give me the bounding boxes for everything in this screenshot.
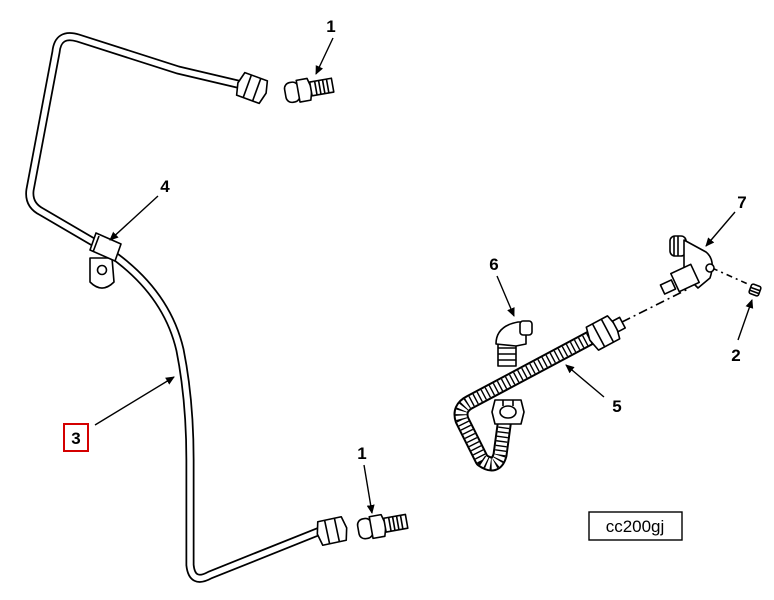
pipe-plug xyxy=(748,283,762,297)
alignment-line-plug xyxy=(711,267,751,286)
callout-3-highlight: 3 xyxy=(63,423,89,452)
adapter-fitting-top xyxy=(283,77,335,104)
callout-6: 6 xyxy=(489,255,498,274)
adapter-fitting-bottom xyxy=(356,513,409,540)
leader-1-top xyxy=(315,37,334,75)
hose-assembly xyxy=(453,330,598,472)
tube-assembly xyxy=(25,32,330,583)
figure-code: cc200gj xyxy=(606,517,665,536)
leader-7 xyxy=(705,211,736,247)
callout-1-top: 1 xyxy=(326,17,335,36)
leader-1-bottom xyxy=(363,464,375,514)
leader-6 xyxy=(496,275,515,317)
tee-fitting xyxy=(659,235,715,295)
hose-nut-end xyxy=(491,399,525,425)
alignment-line xyxy=(621,287,691,323)
leader-2 xyxy=(737,299,754,341)
callout-5: 5 xyxy=(612,397,621,416)
tube-clamp xyxy=(89,232,122,289)
hose-nut-swivel xyxy=(585,315,627,351)
leader-3 xyxy=(94,376,175,426)
callout-1-bottom: 1 xyxy=(357,444,366,463)
callout-3: 3 xyxy=(71,429,80,448)
elbow-fitting xyxy=(495,320,533,367)
tube-nut-bottom xyxy=(316,515,348,547)
callout-4: 4 xyxy=(160,177,170,196)
figure-code-box: cc200gj xyxy=(588,511,683,541)
callout-7: 7 xyxy=(737,193,746,212)
leader-5 xyxy=(565,364,605,398)
callout-2: 2 xyxy=(731,346,740,365)
leader-4 xyxy=(109,195,159,241)
tube-nut-top xyxy=(235,71,269,105)
